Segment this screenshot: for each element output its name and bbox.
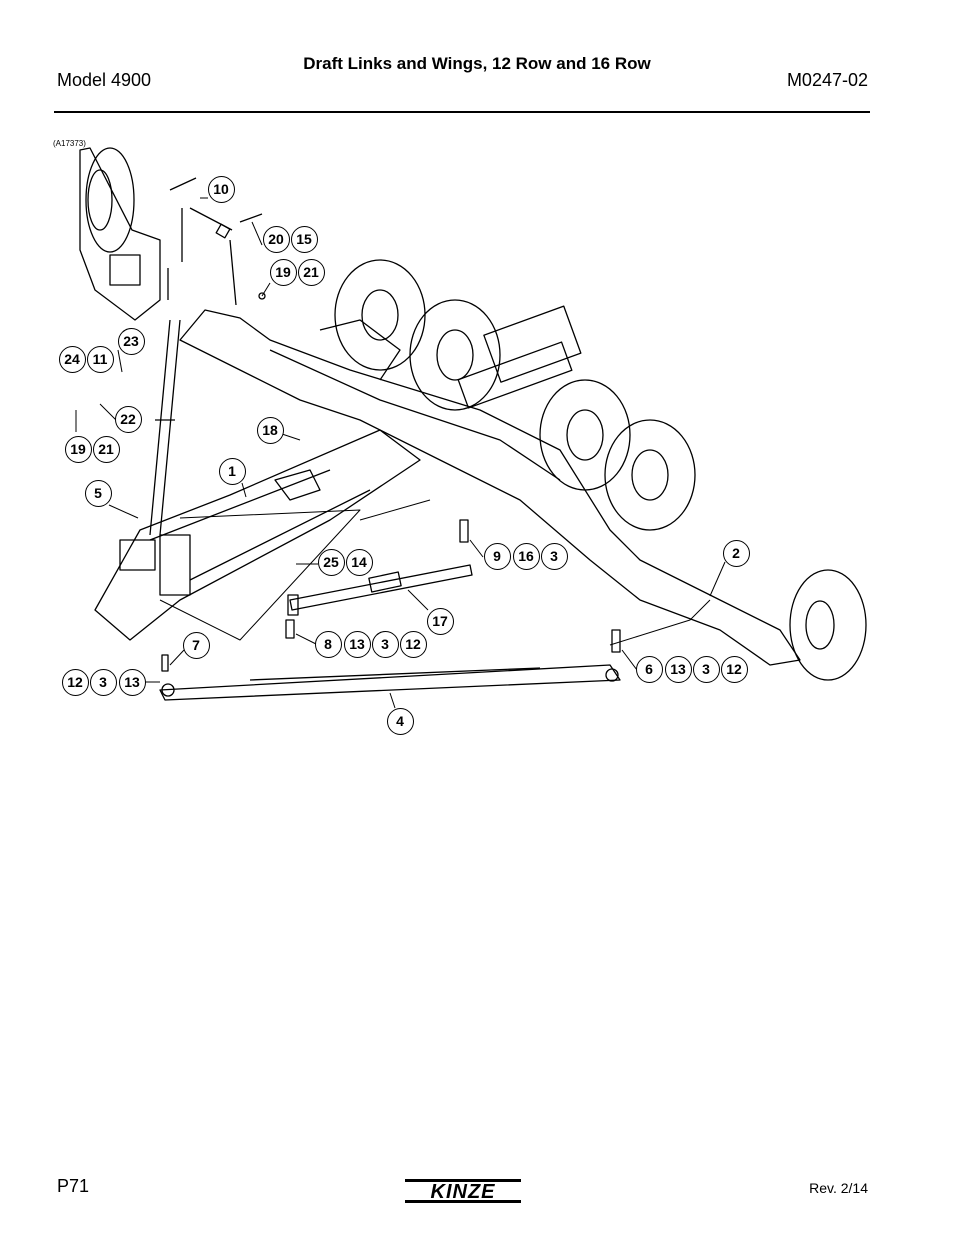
logo-text: KINZE — [431, 1181, 496, 1203]
revision: Rev. 2/14 — [809, 1180, 868, 1196]
callout-bubble: 12 — [61, 668, 89, 696]
callout-bubble: 9 — [483, 542, 511, 570]
callout-bubble: 3 — [692, 655, 720, 683]
callout-bubble: 12 — [720, 655, 748, 683]
callout-bubble: 21 — [297, 258, 325, 286]
callout-bubble: 11 — [86, 345, 114, 373]
kinze-logo: KINZE — [405, 1179, 521, 1203]
callout-bubble: 19 — [269, 258, 297, 286]
callout-bubble: 20 — [262, 225, 290, 253]
callout-bubble: 3 — [540, 542, 568, 570]
callout-bubble: 4 — [386, 707, 414, 735]
model-label: Model 4900 — [57, 70, 152, 90]
callout-bubble: 13 — [118, 668, 146, 696]
callout-bubble: 7 — [182, 631, 210, 659]
callout-bubble: 22 — [114, 405, 142, 433]
callout-bubble: 14 — [345, 548, 373, 576]
page-title: Draft Links and Wings, 12 Row and 16 Row — [303, 54, 651, 73]
lower-link — [159, 664, 621, 701]
callout-bubble: 16 — [512, 542, 540, 570]
callout-bubble: 17 — [426, 607, 454, 635]
hitch-wheel — [79, 147, 161, 321]
document-number: M0247-02 — [786, 70, 868, 90]
callout-bubble: 13 — [664, 655, 692, 683]
callout-bubble: 15 — [290, 225, 318, 253]
callout-bubble: 13 — [343, 630, 371, 658]
figure-id: (A17373) — [53, 139, 86, 148]
callout-bubble: 19 — [64, 435, 92, 463]
turnbuckle — [287, 564, 473, 616]
pins — [161, 519, 621, 672]
page-number: P71 — [57, 1176, 90, 1196]
wheels — [334, 259, 867, 681]
callout-bubble: 24 — [58, 345, 86, 373]
leader-lines — [75, 197, 726, 709]
callout-bubble: 2 — [722, 539, 750, 567]
callout-bubble: 25 — [317, 548, 345, 576]
header-rule — [54, 111, 870, 113]
parts-diagram — [75, 147, 867, 709]
callout-bubble: 18 — [256, 416, 284, 444]
callout-bubble: 23 — [117, 327, 145, 355]
callout-bubble: 3 — [89, 668, 117, 696]
callout-bubble: 10 — [207, 175, 235, 203]
callout-bubble: 1 — [218, 457, 246, 485]
callout-bubble: 12 — [399, 630, 427, 658]
main-frame — [179, 309, 801, 666]
hydraulic-cylinder — [149, 319, 181, 536]
callout-bubble: 3 — [371, 630, 399, 658]
callout-bubble: 5 — [84, 479, 112, 507]
center-drawbar — [94, 429, 421, 641]
callout-bubble: 21 — [92, 435, 120, 463]
pin-parts — [167, 177, 266, 306]
callout-bubble: 8 — [314, 630, 342, 658]
callout-bubble: 6 — [635, 655, 663, 683]
